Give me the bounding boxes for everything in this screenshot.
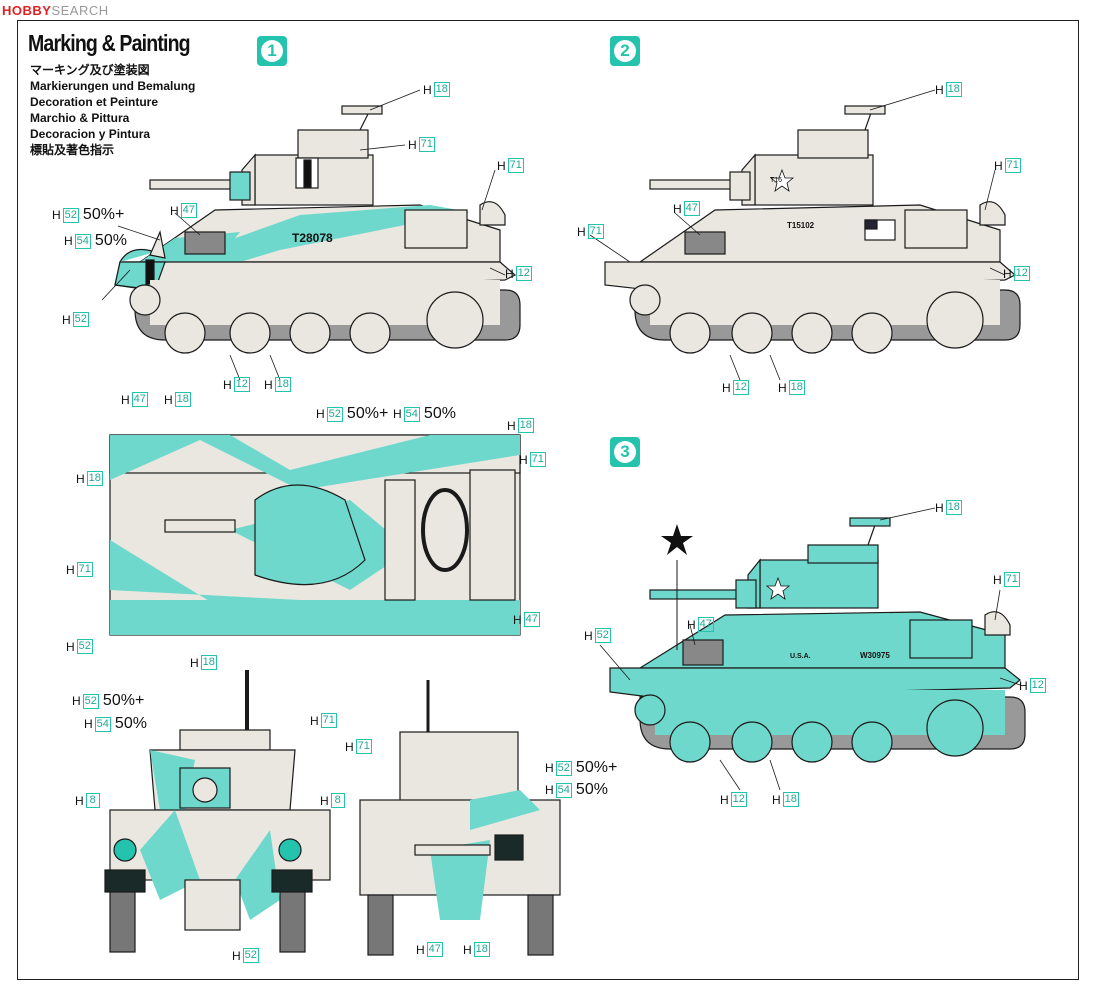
- subtitle-list: マーキング及び塗装図 Markierungen und Bemalung Dec…: [30, 62, 195, 158]
- badge-scheme-1: 1: [257, 36, 287, 66]
- tank-2-turret-number: T16: [770, 177, 782, 184]
- page-frame: [17, 20, 1079, 980]
- tank-1-serial: T28078: [292, 231, 333, 245]
- subtitle-de: Markierungen und Bemalung: [30, 79, 196, 93]
- subtitle-es: Decoracion y Pintura: [30, 127, 151, 141]
- subtitle-it: Marchio & Pittura: [30, 111, 130, 125]
- badge-scheme-2: 2: [610, 36, 640, 66]
- tank-1-front-view: [104, 670, 331, 953]
- watermark: HOBBYSEARCH: [2, 3, 109, 18]
- subtitle-ja: マーキング及び塗装図: [30, 63, 150, 77]
- tank-1-side-view: [114, 105, 521, 354]
- tank-1-top-view: [109, 434, 521, 636]
- star-marking-icon: [661, 524, 693, 555]
- subtitle-fr: Decoration et Peinture: [30, 95, 159, 109]
- subtitle-zh: 標貼及著色指示: [30, 143, 115, 157]
- badge-scheme-3: 3: [610, 437, 640, 467]
- tank-3-side-view: [609, 517, 1026, 763]
- turret-star-icon: [765, 576, 791, 600]
- tank-2-side-view: [604, 105, 1021, 354]
- page-title: Marking & Painting: [28, 30, 191, 56]
- tank-1-rear-view: [359, 680, 561, 956]
- tank-2-serial: T15102: [787, 221, 815, 230]
- leader-lines: [101, 89, 1021, 791]
- tank-3-serial: W30975: [860, 651, 890, 660]
- tank-3-usa-marking: U.S.A.: [790, 653, 811, 660]
- turret-star-2-icon: [769, 168, 795, 192]
